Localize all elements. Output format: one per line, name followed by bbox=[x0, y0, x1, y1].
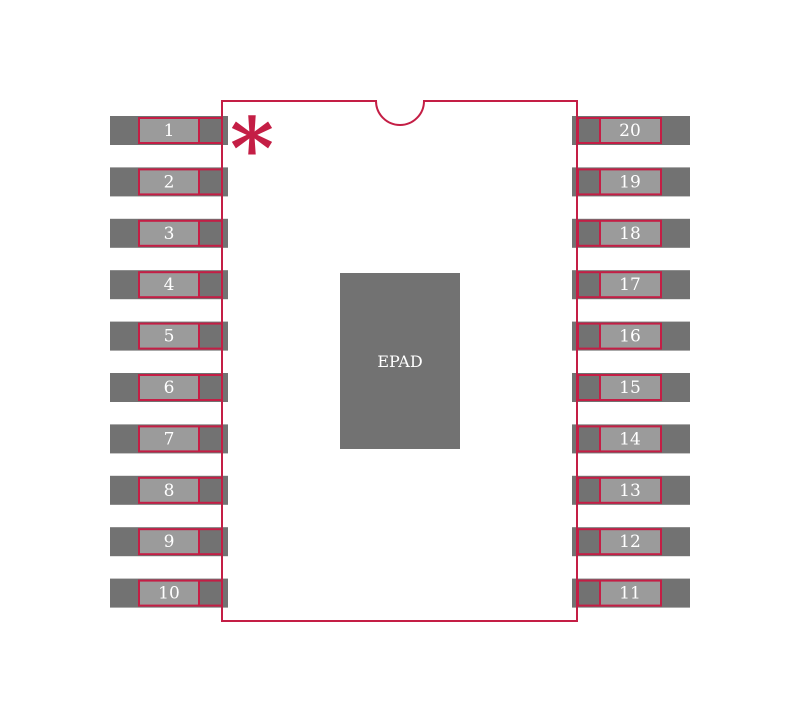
pin-6-lead bbox=[139, 375, 200, 400]
pin-13-number: 13 bbox=[619, 481, 641, 501]
pin-13-lead bbox=[600, 477, 661, 503]
pin-15-number: 15 bbox=[619, 378, 641, 398]
pin-14-number: 14 bbox=[619, 429, 641, 449]
pin-9: 9 bbox=[110, 527, 228, 557]
pin-8: 8 bbox=[110, 475, 228, 505]
pin-17-lead bbox=[600, 272, 661, 298]
pin-15: 15 bbox=[572, 373, 690, 402]
pin-1: 1 bbox=[110, 116, 228, 145]
pin-9-lead bbox=[139, 529, 200, 555]
pin-18-number: 18 bbox=[619, 224, 641, 244]
pin-20: 20 bbox=[572, 116, 690, 145]
pin-14: 14 bbox=[572, 424, 690, 454]
pin-6-number: 6 bbox=[164, 378, 175, 398]
pin-5-lead bbox=[139, 323, 200, 349]
pin-12-number: 12 bbox=[619, 532, 641, 552]
pin-4: 4 bbox=[110, 270, 228, 300]
exposed-pad bbox=[340, 273, 460, 449]
pin-16-lead bbox=[600, 323, 661, 349]
package-outline bbox=[221, 100, 578, 622]
pin-18-lead bbox=[600, 220, 661, 246]
pin-3-number: 3 bbox=[164, 224, 175, 244]
pin-5: 5 bbox=[110, 321, 228, 351]
pin-2-number: 2 bbox=[164, 172, 175, 192]
epad-label: EPAD bbox=[377, 352, 422, 371]
pin-11: 11 bbox=[572, 578, 690, 608]
pin-10-lead bbox=[139, 580, 200, 606]
pin-12-lead bbox=[600, 529, 661, 555]
pin-8-number: 8 bbox=[164, 481, 175, 501]
pin-11-lead bbox=[600, 580, 661, 606]
pin-17: 17 bbox=[572, 270, 690, 300]
pin-11-number: 11 bbox=[619, 584, 641, 604]
pin-10: 10 bbox=[110, 578, 228, 608]
pin-7-lead bbox=[139, 426, 200, 452]
pin-14-lead bbox=[600, 426, 661, 452]
pin-15-lead bbox=[600, 375, 661, 400]
pin-16-number: 16 bbox=[619, 327, 641, 347]
pin-20-lead bbox=[600, 118, 661, 143]
pin-19-number: 19 bbox=[619, 172, 641, 192]
pin-12: 12 bbox=[572, 527, 690, 557]
pin-7-number: 7 bbox=[164, 429, 175, 449]
pin-4-lead bbox=[139, 272, 200, 298]
pin-2-lead bbox=[139, 169, 200, 195]
pin-18: 18 bbox=[572, 218, 690, 248]
pin-20-number: 20 bbox=[619, 121, 641, 141]
pin-4-number: 4 bbox=[164, 275, 175, 295]
pin-1-lead bbox=[139, 118, 200, 143]
pin-2: 2 bbox=[110, 167, 228, 197]
pin-5-number: 5 bbox=[164, 327, 175, 347]
pin-17-number: 17 bbox=[619, 275, 641, 295]
pin-13: 13 bbox=[572, 475, 690, 505]
pin-1-number: 1 bbox=[164, 121, 175, 141]
pin-3: 3 bbox=[110, 218, 228, 248]
pin-9-number: 9 bbox=[164, 532, 175, 552]
pin-7: 7 bbox=[110, 424, 228, 454]
pin-19: 19 bbox=[572, 167, 690, 197]
pin-19-lead bbox=[600, 169, 661, 195]
pin-3-lead bbox=[139, 220, 200, 246]
pin-10-number: 10 bbox=[158, 584, 180, 604]
pin-16: 16 bbox=[572, 321, 690, 351]
pin1-marker-asterisk: * bbox=[230, 99, 274, 198]
pin-6: 6 bbox=[110, 373, 228, 402]
pin-8-lead bbox=[139, 477, 200, 503]
